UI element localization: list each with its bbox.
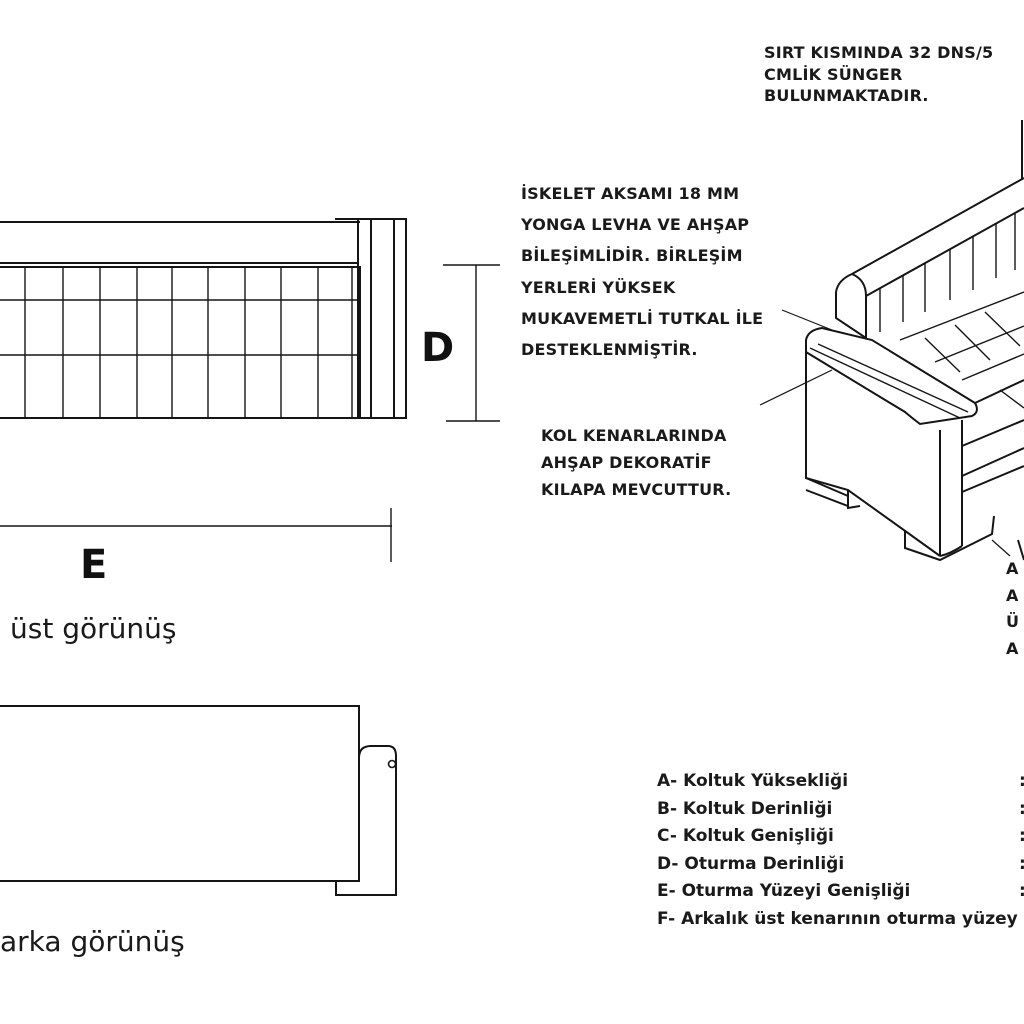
note-line: Ü (1006, 612, 1019, 631)
legend-row: D- Oturma Derinliği: (657, 851, 1024, 879)
top-view-drawing (0, 218, 500, 562)
note-line: A (1006, 559, 1019, 578)
legend-label: D- Oturma Derinliği (657, 853, 845, 874)
note-line: YONGA LEVHA VE AHŞAP (521, 215, 750, 235)
isometric-sofa-drawing (759, 120, 1024, 562)
note-line: A (1006, 638, 1019, 658)
note-line: MUKAVEMETLİ TUTKAL İLE (521, 308, 764, 328)
note-cut-fragment: A A Ü A (1006, 556, 1019, 662)
note-line: KOL KENARLARINDA (541, 426, 727, 445)
legend-row: C- Koltuk Genişliği: (657, 823, 1024, 851)
legend-colon: : (1019, 823, 1024, 851)
note-frame-material: İSKELET AKSAMI 18 MM YONGA LEVHA VE AHŞA… (521, 178, 763, 365)
dimension-d-label: D (421, 325, 455, 371)
note-backrest-foam: SIRT KISMINDA 32 DNS/5 CMLİK SÜNGER BULU… (764, 42, 993, 107)
legend-colon: : (1019, 768, 1024, 796)
note-arm-trim: KOL KENARLARINDA AHŞAP DEKORATİF KILAPA … (541, 422, 731, 503)
note-line: A (1006, 585, 1019, 605)
note-line: DESTEKLENMİŞTİR. (521, 340, 698, 360)
top-view-caption: üst görünüş (10, 612, 177, 645)
note-line: BULUNMAKTADIR. (764, 86, 929, 105)
dimension-e-label: E (80, 542, 108, 588)
legend-label: C- Koltuk Genişliği (657, 826, 834, 847)
legend-row: F- Arkalık üst kenarının oturma yüzey (657, 906, 1018, 934)
legend-colon: : (1019, 878, 1024, 906)
note-line: AHŞAP DEKORATİF (541, 453, 712, 472)
back-view-caption: arka görünüş (0, 925, 185, 958)
back-view-drawing (0, 705, 397, 896)
legend-colon: : (1019, 796, 1024, 824)
legend-row: E- Oturma Yüzeyi Genişliği: (657, 878, 1024, 906)
note-line: YERLERİ YÜKSEK (521, 277, 676, 297)
legend-label: A- Koltuk Yüksekliği (657, 771, 849, 791)
note-line: BİLEŞİMLİDİR. BİRLEŞİM (521, 246, 743, 266)
dimension-legend: A- Koltuk Yüksekliği: B- Koltuk Derinliğ… (657, 768, 1024, 934)
note-line: KILAPA MEVCUTTUR. (541, 480, 732, 499)
legend-label: E- Oturma Yüzeyi Genişliği (657, 881, 911, 902)
note-line: SIRT KISMINDA 32 DNS/5 (764, 43, 994, 62)
legend-label: B- Koltuk Derinliği (657, 798, 833, 819)
note-line: İSKELET AKSAMI 18 MM (521, 184, 740, 203)
legend-row: A- Koltuk Yüksekliği: (657, 768, 1024, 796)
legend-row: B- Koltuk Derinliği: (657, 796, 1024, 824)
note-line: CMLİK SÜNGER (764, 64, 903, 84)
legend-colon: : (1019, 851, 1024, 879)
legend-label: F- Arkalık üst kenarının oturma yüzey (657, 908, 1018, 929)
